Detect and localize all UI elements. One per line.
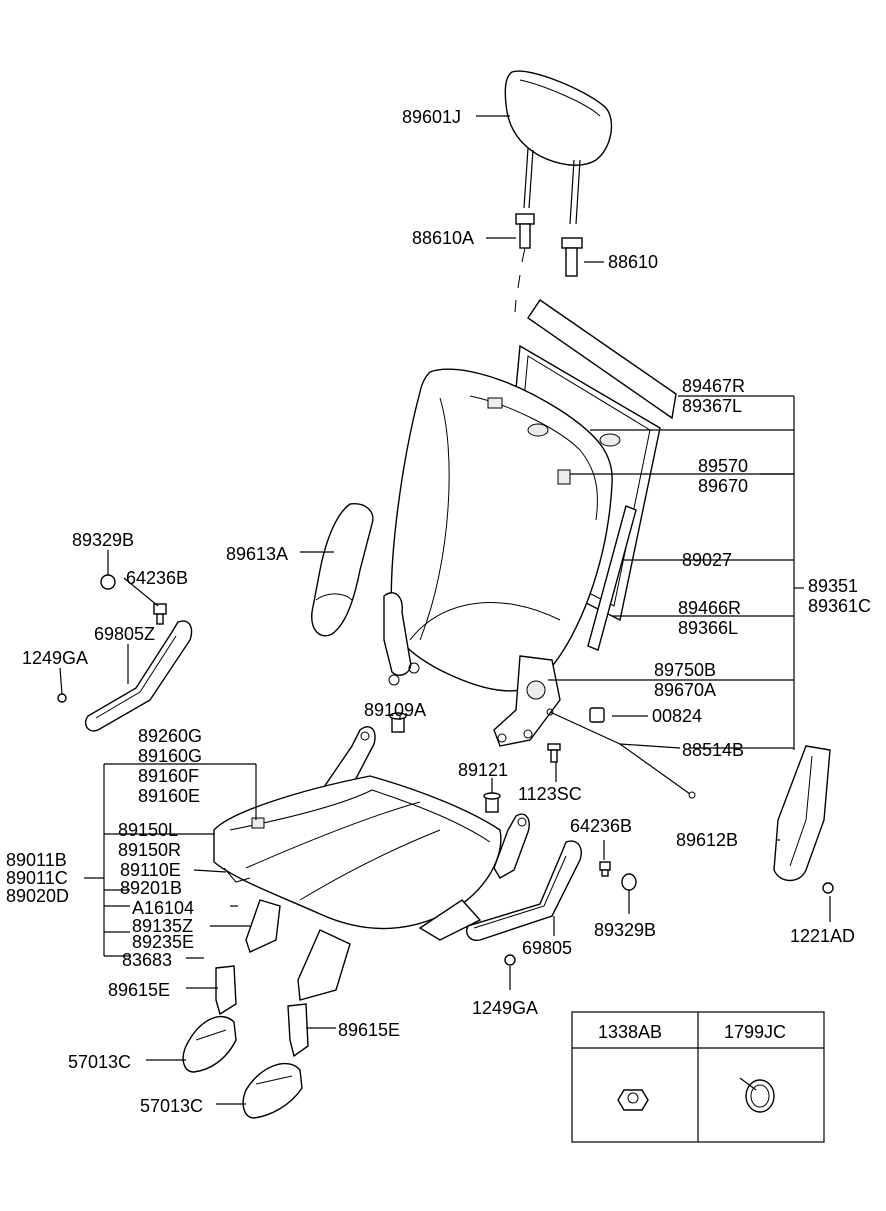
headrest-guide-a-part[interactable] [514, 213, 535, 313]
legend-col1-label: 1338AB [598, 1022, 662, 1042]
label-back-cover-r: 89467R [682, 376, 745, 396]
label-cable: 88514B [682, 740, 744, 760]
label-cushion-part-5: 89235E [132, 932, 194, 952]
seat-cushion-part[interactable] [213, 775, 502, 930]
seat-back-part[interactable] [390, 368, 621, 692]
leader-lines [59, 115, 831, 1105]
label-recliner-2: 89670A [654, 680, 716, 700]
bolt-1123-part[interactable] [547, 743, 561, 763]
label-stay: 89027 [682, 550, 732, 570]
label-seat-assy-1: 89011B [6, 850, 67, 870]
label-cushion-group-4: 89160E [138, 786, 200, 806]
screw-1221-part[interactable] [822, 882, 834, 894]
label-back-cover-l: 89367L [682, 396, 742, 416]
label-bolt-left: 64236B [126, 568, 188, 588]
label-cushion-group-3: 89160F [138, 766, 199, 786]
label-cushion-cover-l: 89150L [118, 820, 178, 840]
clip-icon [739, 1077, 775, 1113]
label-cushion-group-2: 89160G [138, 746, 202, 766]
label-collar: 89121 [458, 760, 508, 780]
label-frame-pad-1: 89570 [698, 456, 748, 476]
legend-col2-label: 1799JC [724, 1022, 786, 1042]
nut-icon [617, 1089, 649, 1111]
bolt-right-part[interactable] [599, 861, 611, 877]
label-headrest: 89601J [402, 107, 461, 127]
hinge-cover-right-part[interactable] [773, 745, 831, 882]
label-cushion-part-2: 89201B [120, 878, 182, 898]
label-cap-left: 89329B [72, 530, 134, 550]
bolt-left-part[interactable] [153, 603, 167, 625]
leg-cover-2-part[interactable] [287, 1003, 309, 1058]
label-hinge-cover-right: 89612B [676, 830, 738, 850]
legend-table: 1338AB 1799JC [571, 1011, 825, 1143]
cap-right-part[interactable] [621, 873, 637, 891]
label-bolt-1123: 1123SC [518, 784, 582, 804]
label-back-assy-2: 89361C [808, 596, 871, 616]
label-back-assy-1: 89351 [808, 576, 858, 596]
leg-cover-1-part[interactable] [215, 965, 237, 1016]
label-cushion-cover-r: 89150R [118, 840, 181, 860]
cushion-leg-front-part[interactable] [245, 899, 482, 1001]
recliner-part[interactable] [493, 655, 561, 747]
screw-right-part[interactable] [504, 954, 516, 966]
label-leg-cover-2: 89615E [338, 1020, 400, 1040]
screw-left-part[interactable] [57, 693, 67, 703]
hinge-cover-left-part[interactable] [311, 503, 374, 637]
part-labels: 89601J 88610A 88610 89467R 89367L 89570 … [6, 107, 871, 1116]
label-pin: 00824 [652, 706, 702, 726]
label-track-cover-right-alt: 69805 [522, 938, 572, 958]
label-foot-2: 57013C [140, 1096, 203, 1116]
headrest-part[interactable] [504, 70, 613, 225]
cushion-frame-right-part[interactable] [493, 813, 530, 879]
label-recliner-1: 89750B [654, 660, 716, 680]
foot-2-part[interactable] [242, 1062, 303, 1119]
label-cushion-part-4: 89135Z [132, 916, 193, 936]
label-track-cover-left: 69805Z [94, 624, 155, 644]
label-leg-cover-1: 89615E [108, 980, 170, 1000]
cap-left-part[interactable] [100, 574, 116, 590]
label-bolt-right: 64236B [570, 816, 632, 836]
collar-part[interactable] [483, 792, 501, 813]
label-cap-right: 89329B [594, 920, 656, 940]
pin-part[interactable] [589, 707, 605, 723]
stay-rod-part[interactable] [587, 505, 637, 651]
label-back-pad-l: 89366L [678, 618, 738, 638]
bushing-part[interactable] [389, 712, 407, 733]
label-seat-assy-3: 89020D [6, 886, 69, 906]
label-cushion-part-1: 89110E [120, 860, 181, 880]
label-bushing: 89109A [364, 700, 426, 720]
label-screw-left: 1249GA [22, 648, 88, 668]
label-screw-1221: 1221AD [790, 926, 855, 946]
label-hinge-cover-l: 89613A [226, 544, 288, 564]
label-screw-right: 1249GA [472, 998, 538, 1018]
label-back-pad-r: 89466R [678, 598, 741, 618]
label-cushion-part-6: 83683 [122, 950, 172, 970]
foot-1-part[interactable] [182, 1015, 237, 1073]
back-hinge-bracket-part[interactable] [383, 592, 420, 686]
label-frame-pad-2: 89670 [698, 476, 748, 496]
label-cushion-part-3: A16104 [132, 898, 194, 918]
label-guide-a: 88610A [412, 228, 474, 248]
track-cover-left-part[interactable] [84, 620, 193, 732]
label-seat-assy-2: 89011C [6, 868, 68, 888]
headrest-guide-part[interactable] [561, 237, 583, 277]
label-cushion-group-1: 89260G [138, 726, 202, 746]
track-cover-right-part[interactable] [466, 840, 582, 941]
label-guide: 88610 [608, 252, 658, 272]
label-foot-1: 57013C [68, 1052, 131, 1072]
